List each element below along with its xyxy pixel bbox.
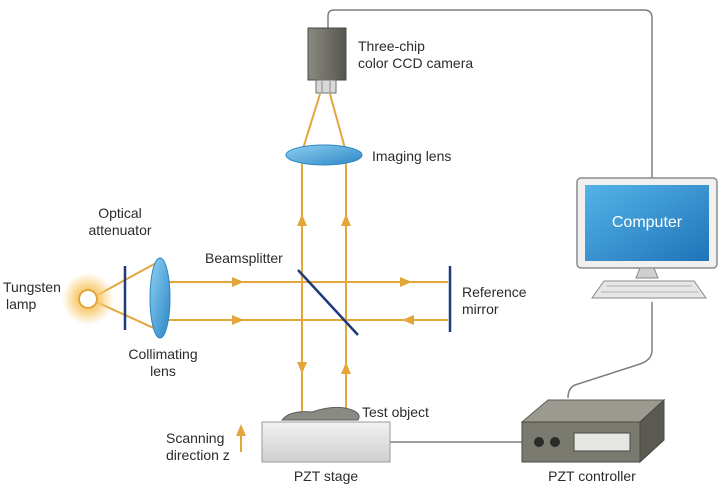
collimating-lens-label-line2: lens	[150, 363, 176, 379]
arrow-down-left-2	[297, 362, 307, 374]
pzt-controller-label: PZT controller	[548, 468, 636, 484]
cables	[327, 9, 653, 443]
camera-cone-left	[301, 93, 321, 153]
controller-display	[573, 432, 631, 452]
test-object-label: Test object	[362, 404, 429, 420]
arrow-up-right-1	[341, 214, 351, 226]
reference-mirror-label-line1: Reference	[462, 284, 527, 300]
arrow-up-right-2	[341, 362, 351, 374]
collimating-lens	[149, 257, 171, 339]
camera-computer-cable	[327, 9, 653, 180]
pzt-controller	[520, 398, 666, 464]
camera-cone-right	[329, 93, 347, 153]
pzt-stage-label: PZT stage	[293, 468, 359, 484]
monitor-screen	[585, 185, 709, 261]
collimating-lens-label-line1: Collimating	[128, 346, 198, 362]
beamsplitter-label: Beamsplitter	[205, 250, 283, 266]
controller-knob-2	[550, 437, 560, 447]
tungsten-lamp-label-line2: lamp	[6, 296, 37, 312]
computer-controller-cable	[567, 302, 653, 399]
optical-attenuator-label-line1: Optical	[98, 205, 142, 221]
computer	[576, 177, 718, 299]
beam-arrows	[232, 214, 414, 374]
reference-mirror-label-line2: mirror	[462, 301, 499, 317]
imaging-lens-label: Imaging lens	[372, 148, 452, 164]
camera-label-line2: color CCD camera	[358, 55, 474, 71]
arrow-left-lower-2	[402, 315, 414, 325]
arrow-up-left-1	[297, 214, 307, 226]
scanning-direction-label-line2: direction z	[166, 447, 230, 463]
imaging-lens	[285, 144, 363, 166]
scanning-direction-label-line1: Scanning	[166, 430, 225, 446]
optical-attenuator-label-line2: attenuator	[88, 222, 152, 238]
scanning-arrow	[236, 424, 246, 452]
tungsten-lamp-label-line1: Tungsten	[3, 279, 61, 295]
pzt-stage	[261, 421, 391, 463]
controller-top	[520, 399, 666, 423]
camera-label-line1: Three-chip	[358, 38, 425, 54]
keyboard	[591, 280, 707, 299]
monitor-stand	[635, 267, 659, 279]
ccd-camera	[307, 27, 347, 94]
arrow-right-lower-1	[232, 315, 244, 325]
camera-lens-mount	[315, 79, 337, 94]
lamp-bulb	[78, 289, 98, 309]
arrow-right-upper-2	[400, 277, 412, 287]
controller-knob-1	[534, 437, 544, 447]
computer-screen-label: Computer	[611, 214, 683, 231]
tungsten-lamp	[62, 273, 114, 325]
beamsplitter	[297, 269, 359, 336]
test-object	[280, 406, 360, 421]
arrow-right-upper-1	[232, 277, 244, 287]
camera-body	[307, 27, 347, 81]
